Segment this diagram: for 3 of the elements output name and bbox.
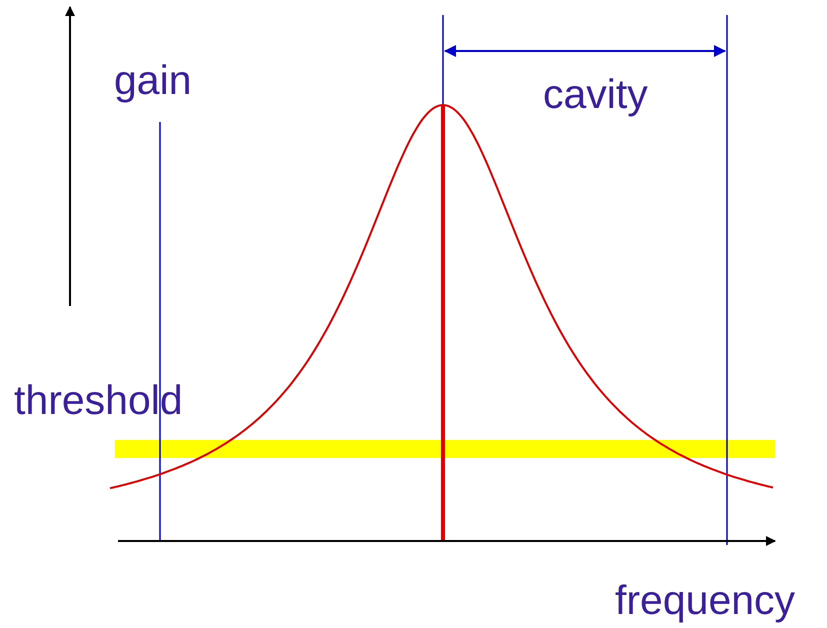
axis-label: frequency xyxy=(615,580,796,621)
axis-label: gain xyxy=(114,60,192,101)
axis-label: cavity xyxy=(543,74,648,115)
